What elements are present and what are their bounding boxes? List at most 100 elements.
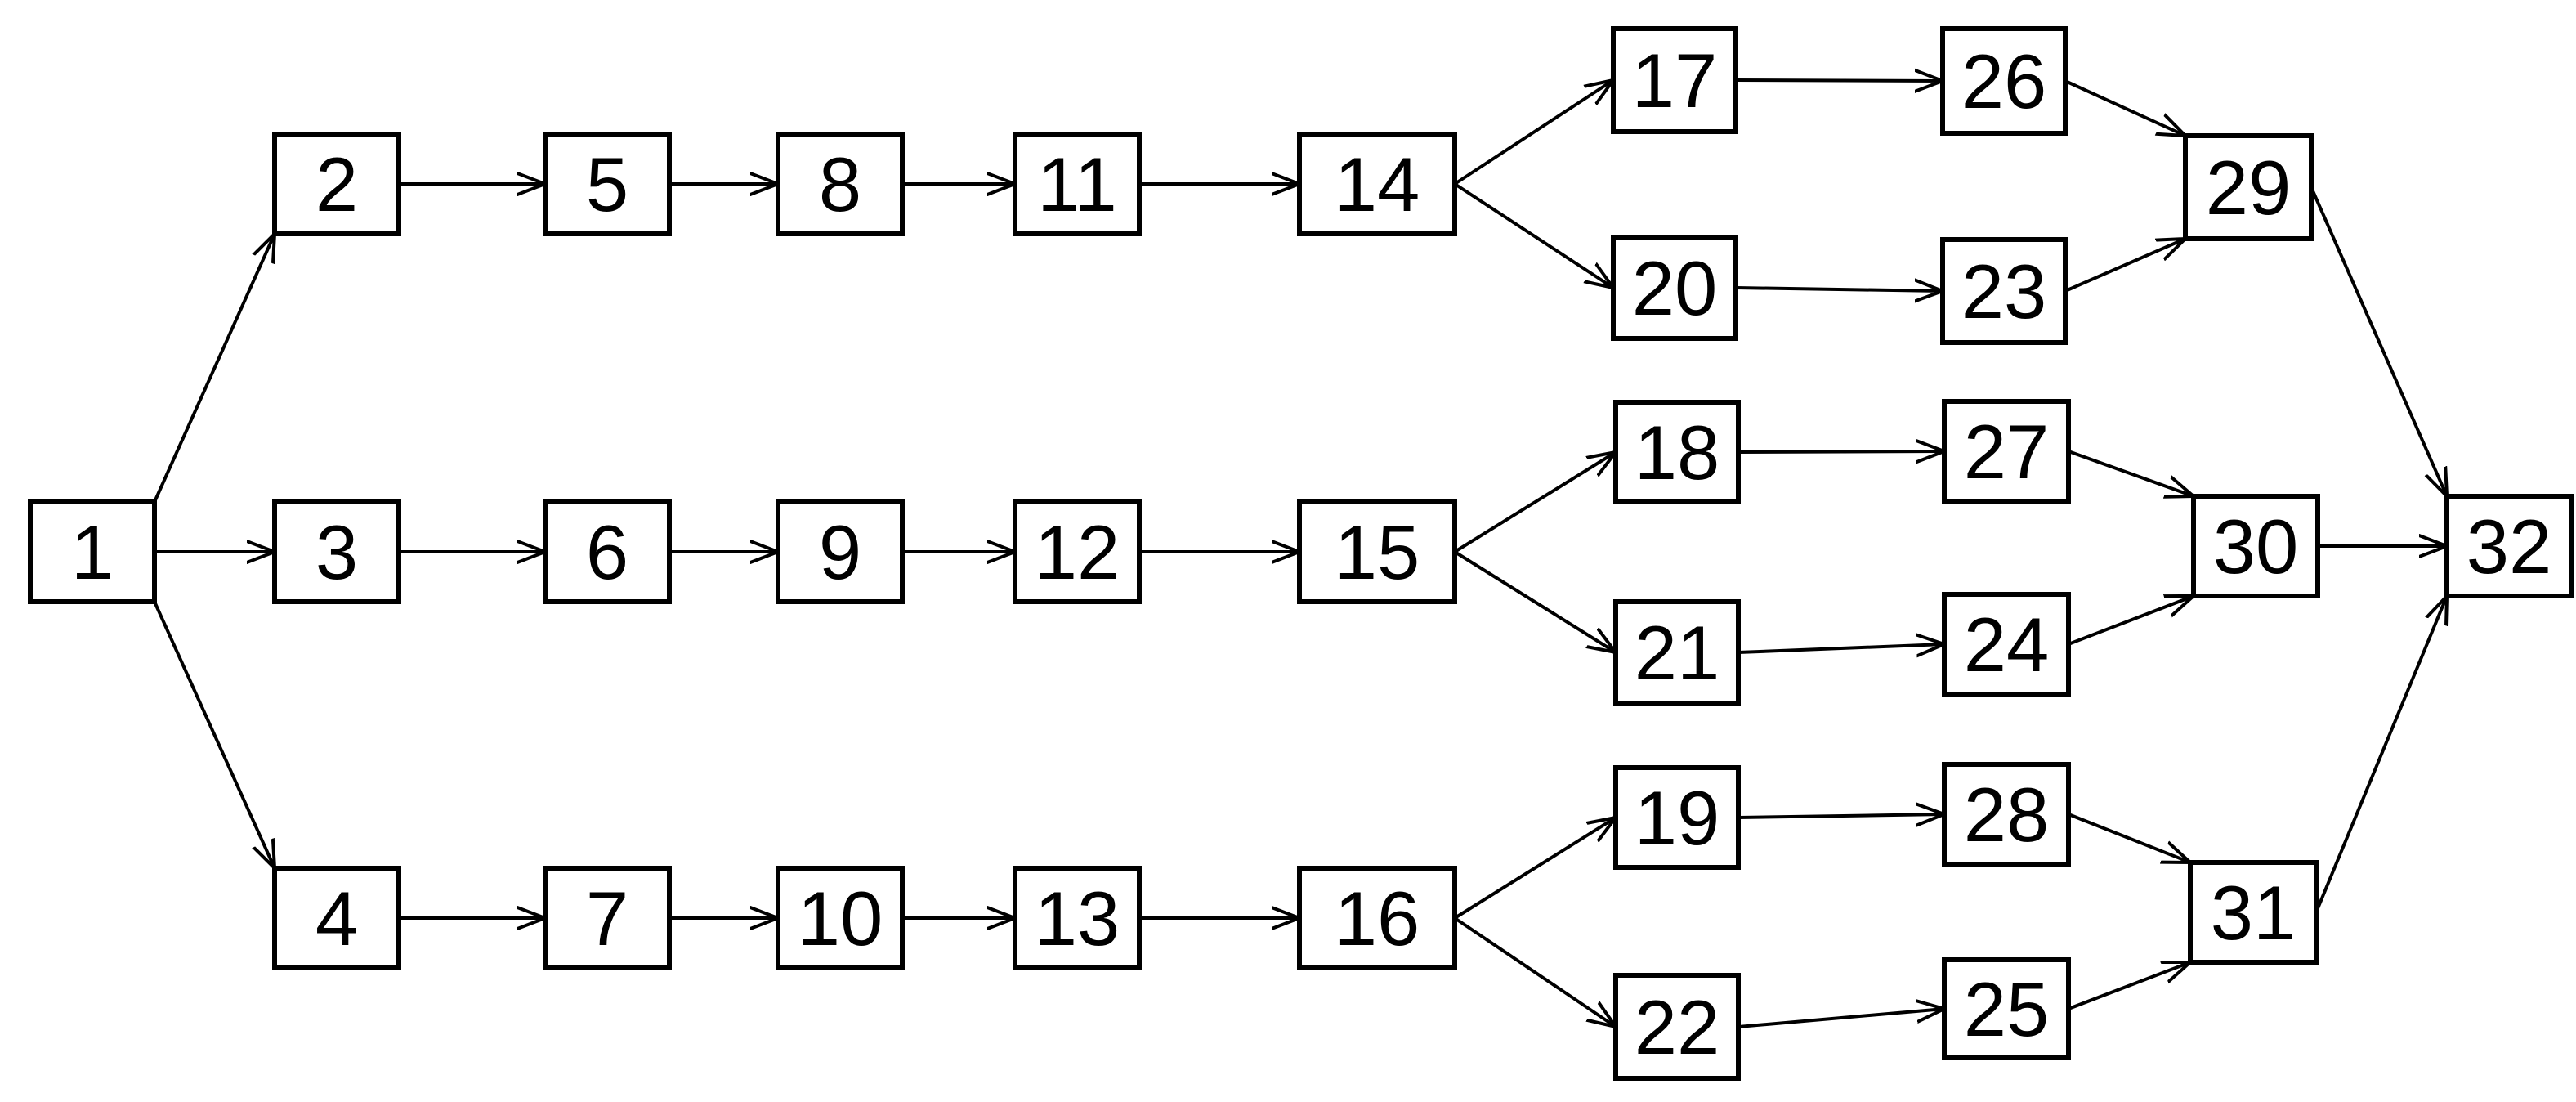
node-25: 25 [1942, 957, 2071, 1060]
node-label-24: 24 [1964, 602, 2050, 688]
edge-1-to-2 [153, 234, 275, 503]
node-box-26 [1940, 26, 2068, 136]
edge-23-to-29 [2064, 239, 2185, 293]
node-box-30 [2191, 494, 2320, 598]
node-label-27: 27 [1964, 409, 2050, 495]
edge-15-to-21 [1453, 550, 1616, 652]
node-box-12 [1013, 499, 1142, 604]
node-label-4: 4 [315, 876, 358, 961]
node-1: 1 [28, 499, 157, 604]
node-label-13: 13 [1035, 876, 1120, 961]
node-label-23: 23 [1961, 249, 2047, 334]
node-label-28: 28 [1964, 772, 2050, 858]
node-label-12: 12 [1035, 509, 1120, 595]
node-17: 17 [1611, 26, 1738, 134]
node-31: 31 [2188, 860, 2319, 965]
edge-25-to-31 [2068, 962, 2190, 1010]
edge-14-to-20 [1453, 182, 1613, 288]
node-box-8 [776, 132, 905, 236]
edge-31-to-32 [2314, 596, 2447, 913]
node-16: 16 [1297, 866, 1457, 970]
node-box-20 [1611, 235, 1738, 341]
node-label-3: 3 [315, 509, 358, 595]
edge-15-to-18 [1453, 452, 1616, 553]
node-box-24 [1942, 592, 2071, 697]
node-box-28 [1942, 762, 2071, 867]
node-box-3 [272, 499, 401, 604]
edge-27-to-30 [2068, 450, 2194, 496]
node-29: 29 [2183, 133, 2314, 241]
node-label-6: 6 [586, 509, 628, 595]
node-30: 30 [2191, 494, 2320, 598]
edge-22-to-25 [1737, 1009, 1944, 1028]
node-8: 8 [776, 132, 905, 236]
node-label-30: 30 [2213, 504, 2299, 589]
node-21: 21 [1613, 599, 1741, 706]
node-18: 18 [1613, 400, 1741, 504]
edge-29-to-32 [2310, 186, 2447, 496]
node-box-5 [543, 132, 672, 236]
node-32: 32 [2444, 494, 2574, 598]
node-label-16: 16 [1335, 876, 1420, 961]
node-label-14: 14 [1335, 141, 1420, 227]
node-6: 6 [543, 499, 672, 604]
node-label-20: 20 [1632, 245, 1718, 331]
node-box-6 [543, 499, 672, 604]
node-2: 2 [272, 132, 401, 236]
node-5: 5 [543, 132, 672, 236]
node-box-18 [1613, 400, 1741, 504]
node-box-4 [272, 866, 401, 970]
edge-21-to-24 [1737, 644, 1944, 652]
edge-20-to-23 [1735, 288, 1943, 291]
edge-26-to-29 [2064, 79, 2185, 136]
node-label-8: 8 [819, 141, 861, 227]
edge-19-to-28 [1737, 814, 1944, 818]
edge-18-to-27 [1737, 451, 1944, 452]
node-7: 7 [543, 866, 672, 970]
node-label-1: 1 [71, 509, 114, 595]
node-label-2: 2 [315, 141, 358, 227]
node-label-31: 31 [2211, 870, 2296, 956]
edge-14-to-17 [1453, 80, 1613, 186]
node-label-21: 21 [1635, 610, 1720, 696]
node-11: 11 [1013, 132, 1142, 236]
nodes-layer: 1234567891011121314151617201821192226232… [28, 26, 2574, 1081]
node-box-21 [1613, 599, 1741, 706]
node-box-13 [1013, 866, 1142, 970]
node-box-16 [1297, 866, 1457, 970]
node-box-11 [1013, 132, 1142, 236]
node-box-31 [2188, 860, 2319, 965]
node-box-7 [543, 866, 672, 970]
node-13: 13 [1013, 866, 1142, 970]
node-10: 10 [776, 866, 905, 970]
node-label-10: 10 [798, 876, 883, 961]
node-label-19: 19 [1635, 775, 1720, 861]
node-28: 28 [1942, 762, 2071, 867]
node-label-26: 26 [1961, 38, 2047, 124]
node-20: 20 [1611, 235, 1738, 341]
node-box-19 [1613, 765, 1741, 870]
edge-16-to-19 [1453, 818, 1616, 920]
node-22: 22 [1613, 973, 1741, 1081]
node-24: 24 [1942, 592, 2071, 697]
node-box-23 [1940, 237, 2068, 345]
node-box-14 [1297, 132, 1457, 236]
node-label-9: 9 [819, 509, 861, 595]
node-label-32: 32 [2466, 504, 2552, 589]
node-label-5: 5 [586, 141, 628, 227]
edge-16-to-22 [1453, 916, 1616, 1027]
node-label-11: 11 [1037, 141, 1117, 227]
node-box-9 [776, 499, 905, 604]
node-26: 26 [1940, 26, 2068, 136]
node-label-22: 22 [1635, 984, 1720, 1070]
node-15: 15 [1297, 499, 1457, 604]
node-9: 9 [776, 499, 905, 604]
node-label-18: 18 [1635, 410, 1720, 495]
node-label-15: 15 [1335, 509, 1420, 595]
node-box-15 [1297, 499, 1457, 604]
node-box-27 [1942, 399, 2071, 504]
node-4: 4 [272, 866, 401, 970]
edge-17-to-26 [1735, 80, 1943, 81]
